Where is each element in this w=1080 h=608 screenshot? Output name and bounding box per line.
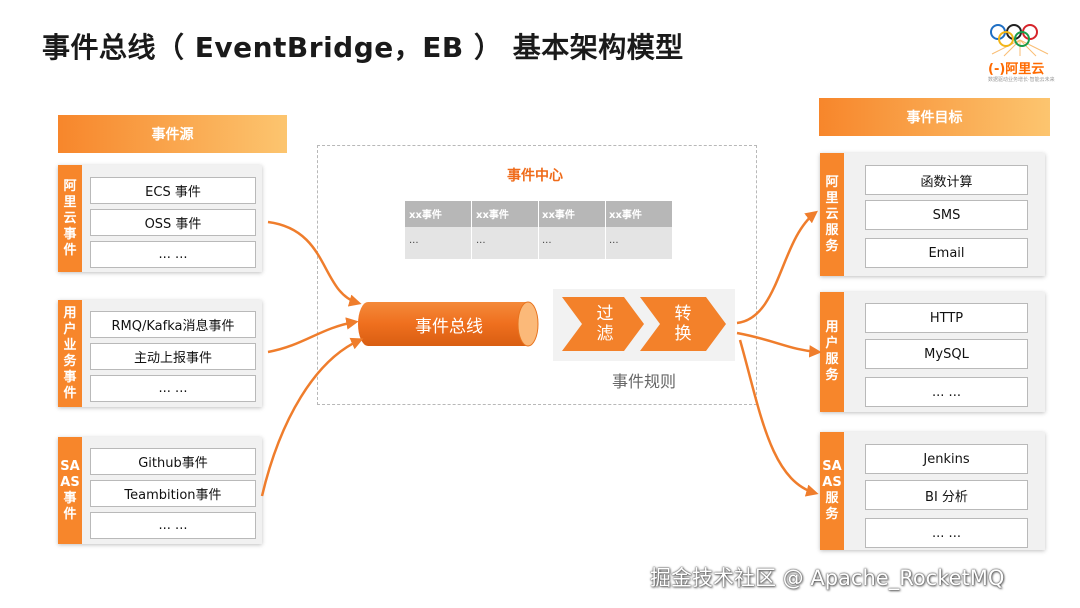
event-table-header: xx事件 xx事件 xx事件 xx事件 [405, 201, 672, 227]
event-bus-cylinder [358, 301, 539, 347]
table-cell: ... [609, 235, 619, 246]
target-item: MySQL [865, 339, 1028, 369]
event-center-title: 事件中心 [507, 168, 563, 184]
source-item: OSS 事件 [90, 209, 256, 236]
event-bus-label: 事件总线 [415, 316, 483, 337]
arrow-target-saas [738, 339, 819, 497]
table-header-cell: xx事件 [542, 210, 575, 221]
table-header-cell: xx事件 [609, 210, 642, 221]
table-cell: ... [476, 235, 486, 246]
target-item: 函数计算 [865, 165, 1028, 195]
target-item: Jenkins [865, 444, 1028, 474]
rule-transform-label: 转换 [674, 304, 692, 344]
table-header-cell: xx事件 [409, 210, 442, 221]
target-item: ... ... [865, 518, 1028, 548]
watermark: 掘金技术社区 @ Apache_RocketMQ [650, 566, 1005, 590]
rule-chevrons [562, 297, 726, 351]
table-cell: ... [542, 235, 552, 246]
arrow-source-saas [260, 337, 364, 497]
source-item: Github事件 [90, 448, 256, 475]
source-group-label: 阿里云事件 [58, 165, 82, 272]
target-item: HTTP [865, 303, 1028, 333]
logo-subtext: 数据驱动业务增长·智能云未来 [988, 77, 1055, 83]
source-item: ... ... [90, 241, 256, 268]
arrow-target-aliyun [736, 210, 818, 325]
target-item: BI 分析 [865, 480, 1028, 510]
arrow-source-aliyun [267, 220, 362, 307]
target-group-label: 阿里云服务 [820, 153, 844, 276]
table-header-cell: xx事件 [476, 210, 509, 221]
target-item: SMS [865, 200, 1028, 230]
event-rules-caption: 事件规则 [611, 372, 676, 391]
targets-header: 事件目标 [819, 98, 1050, 136]
arrow-target-user [736, 331, 822, 358]
aliyun-olympic-rings-logo [990, 24, 1049, 57]
table-cell: ... [409, 235, 419, 246]
source-group-label: 用户业务事件 [58, 300, 82, 407]
event-center-box [317, 145, 757, 405]
source-item: ECS 事件 [90, 177, 256, 204]
sources-header: 事件源 [58, 115, 287, 153]
logo-text: (-)阿里云 [988, 62, 1045, 77]
page-title: 事件总线（ EventBridge，EB ） 基本架构模型 [42, 31, 684, 64]
event-table-row: ... ... ... ... [405, 227, 672, 259]
arrow-source-user [267, 317, 359, 354]
source-item: ... ... [90, 512, 256, 539]
source-item: RMQ/Kafka消息事件 [90, 311, 256, 338]
target-item: Email [865, 238, 1028, 268]
aliyun-bracket-icon: (-) [988, 62, 1006, 77]
source-group-label: SAAS事件 [58, 437, 82, 544]
source-item: Teambition事件 [90, 480, 256, 507]
source-item: 主动上报事件 [90, 343, 256, 370]
target-group-label: 用户服务 [820, 292, 844, 412]
target-item: ... ... [865, 377, 1028, 407]
target-group-label: SAAS服务 [820, 432, 844, 550]
source-item: ... ... [90, 375, 256, 402]
rule-filter-label: 过滤 [596, 304, 614, 344]
